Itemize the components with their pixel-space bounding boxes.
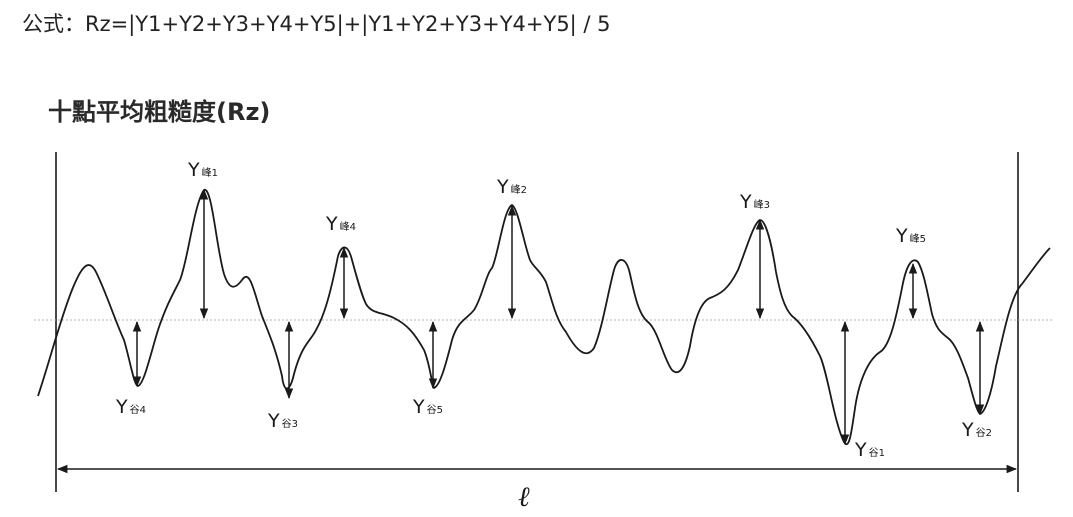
diagram-title: 十點平均粗糙度(Rz) <box>48 98 271 126</box>
formula-text: 公式：Rz=|Y1+Y2+Y3+Y4+Y5|+|Y1+Y2+Y3+Y4+Y5| … <box>22 12 611 36</box>
roughness-profile-curve <box>37 189 1051 446</box>
sampling-length-symbol: ℓ <box>518 480 530 513</box>
